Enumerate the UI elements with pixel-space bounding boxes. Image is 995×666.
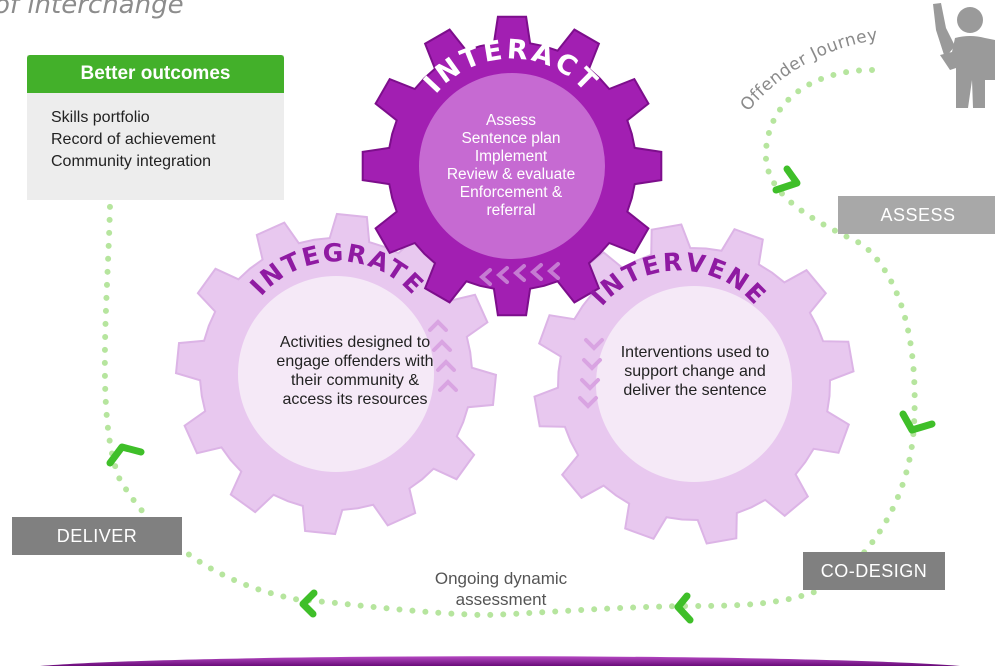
better-outcomes-heading: Better outcomes xyxy=(27,55,284,93)
chevron-arrow-icon xyxy=(106,443,145,467)
journey-arrows xyxy=(106,165,936,624)
list-item: Assess xyxy=(486,112,536,129)
list-item: Community integration xyxy=(51,153,212,170)
integrate-description: Activities designed to engage offenders … xyxy=(276,334,434,408)
page-title: of interchange xyxy=(0,0,184,20)
gear-interact-hub xyxy=(419,73,605,259)
list-item: Implement xyxy=(474,148,548,165)
gear-intervene-hub xyxy=(596,286,792,482)
stage-assess: ASSESS xyxy=(838,196,995,234)
stage-codesign: CO-DESIGN xyxy=(803,552,945,590)
list-item: Record of achievement xyxy=(51,131,216,148)
intervene-description: Interventions used to support change and… xyxy=(620,344,770,399)
person-pointing-icon xyxy=(933,3,995,108)
chevron-arrow-icon xyxy=(772,165,801,194)
list-item: Skills portfolio xyxy=(51,109,150,126)
dynamic-assessment-label: Ongoing dynamic assessment xyxy=(434,569,568,609)
gear-chevrons xyxy=(428,262,604,409)
list-item: referral xyxy=(486,202,536,219)
intervene-gear xyxy=(533,223,855,545)
outcomes-list: Skills portfolio Record of achievement C… xyxy=(51,107,284,173)
gear-integrate-hub xyxy=(238,276,434,472)
list-item: Sentence plan xyxy=(461,130,561,147)
chevron-arrow-icon xyxy=(674,592,694,624)
list-item: Review & evaluate xyxy=(446,166,576,183)
interact-items: Assess Sentence plan Implement Review & … xyxy=(420,112,602,220)
chevron-arrow-icon xyxy=(299,589,318,618)
stage-deliver: DELIVER xyxy=(12,517,182,555)
list-item: Enforcement & xyxy=(459,184,563,201)
chevron-arrow-icon xyxy=(899,410,936,434)
integrate-gear xyxy=(174,212,498,536)
better-outcomes-box: Better outcomes Skills portfolio Record … xyxy=(27,55,284,200)
interact-gear xyxy=(361,15,663,317)
bottom-bar xyxy=(40,656,960,666)
